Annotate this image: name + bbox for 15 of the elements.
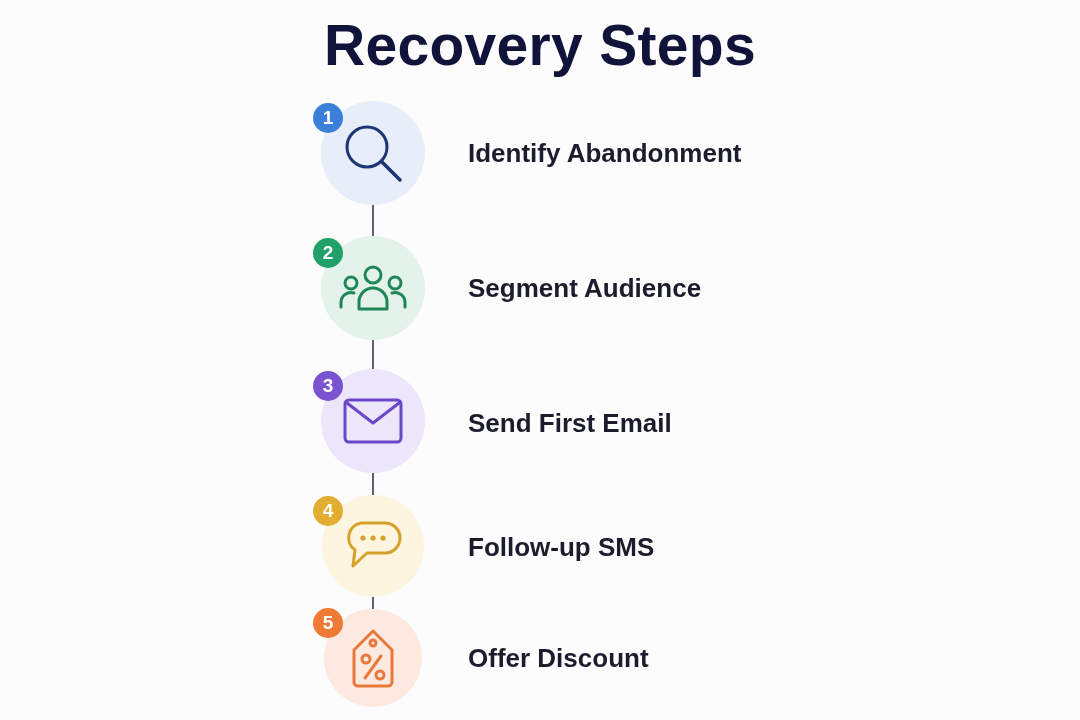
step-number-badge: 2 [313, 238, 343, 268]
step-label: Segment Audience [468, 273, 702, 303]
step-label: Send First Email [468, 408, 672, 438]
step-label: Offer Discount [468, 643, 649, 673]
step-label: Identify Abandonment [468, 138, 742, 168]
step-number-badge: 5 [313, 608, 343, 638]
connector-line [372, 596, 374, 610]
step-number-badge: 3 [313, 371, 343, 401]
step-label: Follow-up SMS [468, 532, 655, 562]
title: Recovery Steps [324, 13, 756, 77]
step-number-badge: 4 [313, 496, 343, 526]
connector-line [372, 339, 374, 370]
connector-line [372, 204, 374, 237]
step-number-badge: 1 [313, 103, 343, 133]
connector-line [372, 472, 374, 496]
